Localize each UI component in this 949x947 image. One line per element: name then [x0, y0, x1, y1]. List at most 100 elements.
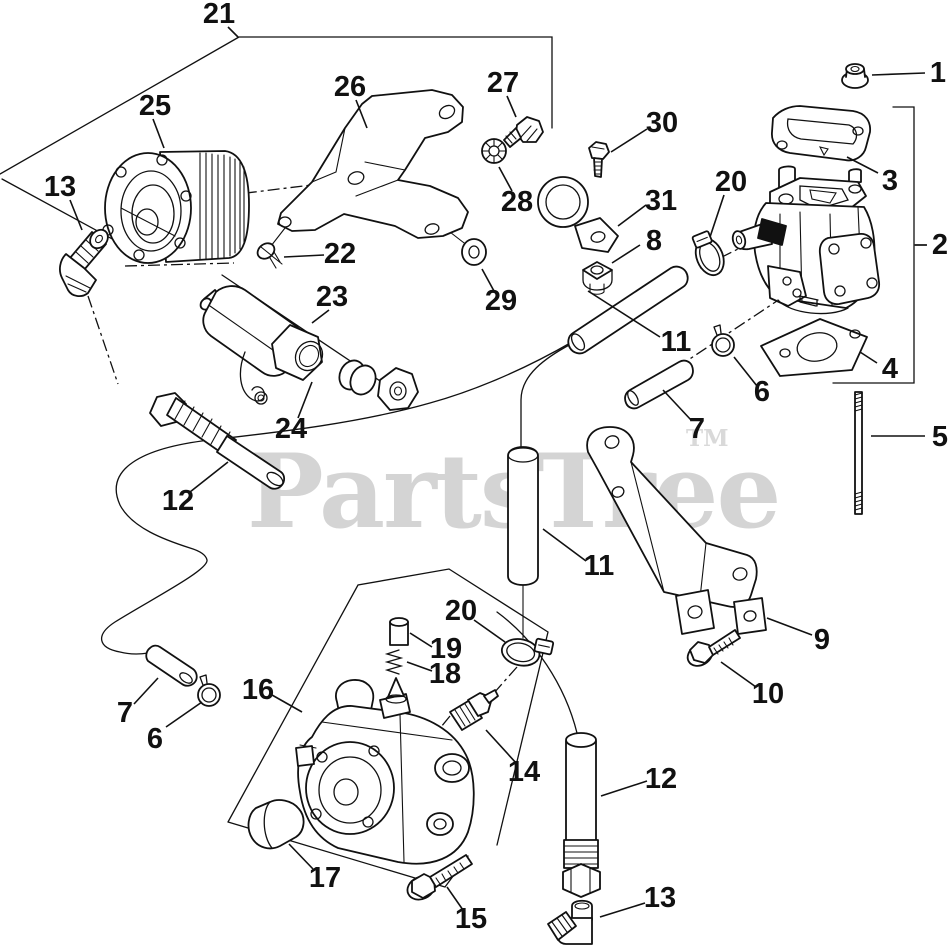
callout-leader-7 [662, 389, 692, 421]
callout-leader-17 [288, 843, 314, 870]
callout-leader-30 [610, 128, 648, 153]
callout-17[interactable]: 17 [309, 862, 341, 894]
callout-5[interactable]: 5 [932, 421, 948, 453]
callout-6[interactable]: 6 [754, 376, 770, 408]
part-screw-30 [588, 141, 610, 178]
callout-leader-23 [311, 309, 330, 324]
callout-20[interactable]: 20 [715, 166, 747, 198]
part-nut-1 [841, 63, 869, 89]
callout-leader-22 [283, 254, 325, 258]
part-bolt-15 [406, 854, 473, 901]
callout-30[interactable]: 30 [646, 107, 678, 139]
callout-leader-19 [409, 632, 433, 648]
callout-leader-27 [506, 95, 517, 118]
callout-12[interactable]: 12 [645, 763, 677, 795]
callout-leader-11 [587, 290, 661, 338]
callout-23[interactable]: 23 [316, 281, 348, 313]
part-clamp-6a [711, 324, 735, 357]
hose-route-curves [101, 341, 578, 734]
callout-leader-16 [271, 694, 303, 713]
callout-leader-4 [859, 351, 878, 364]
callout-leader-14 [485, 729, 518, 765]
callout-8[interactable]: 8 [646, 225, 662, 257]
callout-10[interactable]: 10 [752, 678, 784, 710]
part-bracket-26 [277, 89, 469, 239]
callout-leader-12 [600, 780, 648, 797]
group-boundary-21 [0, 36, 553, 254]
callout-18[interactable]: 18 [429, 658, 461, 690]
callout-13[interactable]: 13 [644, 882, 676, 914]
part-carburetor-2 [731, 165, 881, 315]
part-clamp-31 [537, 176, 619, 253]
callout-leader-31 [617, 204, 647, 227]
part-hose-11a [567, 265, 689, 355]
part-bushing-24 [338, 359, 419, 411]
part-nut-8 [582, 261, 613, 295]
watermark-trademark: TM [686, 425, 729, 452]
callout-leader-13 [599, 902, 646, 918]
part-screw-22 [256, 242, 283, 269]
callout-7[interactable]: 7 [689, 413, 705, 445]
part-clamp-6b [197, 674, 221, 707]
callout-1[interactable]: 1 [930, 57, 946, 89]
callout-24[interactable]: 24 [275, 413, 307, 445]
part-pin-19 [389, 617, 409, 646]
callout-6[interactable]: 6 [147, 723, 163, 755]
callout-leader-1 [871, 72, 926, 76]
part-bracket-9 [586, 426, 767, 635]
part-fuel-line-12a [149, 392, 286, 490]
callout-13[interactable]: 13 [44, 171, 76, 203]
callout-4[interactable]: 4 [882, 353, 898, 385]
callout-27[interactable]: 27 [487, 67, 519, 99]
callout-leader-26 [355, 99, 368, 129]
part-fuel-pump-16 [295, 677, 475, 865]
callout-leader-28 [498, 166, 513, 192]
callout-leader-12 [189, 461, 229, 493]
callout-leader-18 [406, 661, 433, 672]
callout-leader-13 [69, 199, 83, 231]
part-screw-27 [503, 116, 544, 148]
callout-leader-25 [152, 118, 165, 149]
callout-leader-29 [481, 268, 495, 292]
callout-12[interactable]: 12 [162, 485, 194, 517]
callout-15[interactable]: 15 [455, 903, 487, 935]
callout-28[interactable]: 28 [501, 186, 533, 218]
callout-leader-24 [297, 381, 313, 419]
part-stud-5 [854, 391, 863, 515]
callout-26[interactable]: 26 [334, 71, 366, 103]
callout-leader-9 [766, 617, 813, 636]
part-bolt-10 [686, 629, 741, 667]
part-clamp-20a [691, 230, 725, 277]
callout-21[interactable]: 21 [203, 0, 235, 30]
part-spring-18 [384, 649, 404, 675]
callout-leader-10 [720, 661, 757, 688]
callout-leader-6 [165, 701, 203, 728]
callout-leader-20 [473, 619, 506, 643]
callout-leader-11 [542, 528, 587, 562]
callout-16[interactable]: 16 [242, 674, 274, 706]
callout-29[interactable]: 29 [485, 285, 517, 317]
part-cap-17 [247, 799, 305, 850]
part-fitting-14 [449, 689, 499, 731]
callout-leader-6 [733, 356, 758, 387]
callout-2[interactable]: 2 [932, 229, 948, 261]
callout-leader-7 [133, 677, 159, 705]
callout-14[interactable]: 14 [508, 756, 540, 788]
callout-leader-20 [709, 194, 725, 238]
callout-31[interactable]: 31 [645, 185, 677, 217]
part-gasket-3 [771, 105, 871, 162]
callout-11[interactable]: 11 [584, 550, 615, 582]
callout-leader-3 [846, 156, 879, 174]
callout-11[interactable]: 11 [661, 326, 692, 358]
part-pump-25 [102, 150, 250, 264]
callout-20[interactable]: 20 [445, 595, 477, 627]
callout-7[interactable]: 7 [117, 697, 133, 729]
callout-19[interactable]: 19 [430, 633, 462, 665]
callout-25[interactable]: 25 [139, 90, 171, 122]
callout-22[interactable]: 22 [324, 238, 356, 270]
callout-3[interactable]: 3 [882, 165, 898, 197]
callout-9[interactable]: 9 [814, 624, 830, 656]
